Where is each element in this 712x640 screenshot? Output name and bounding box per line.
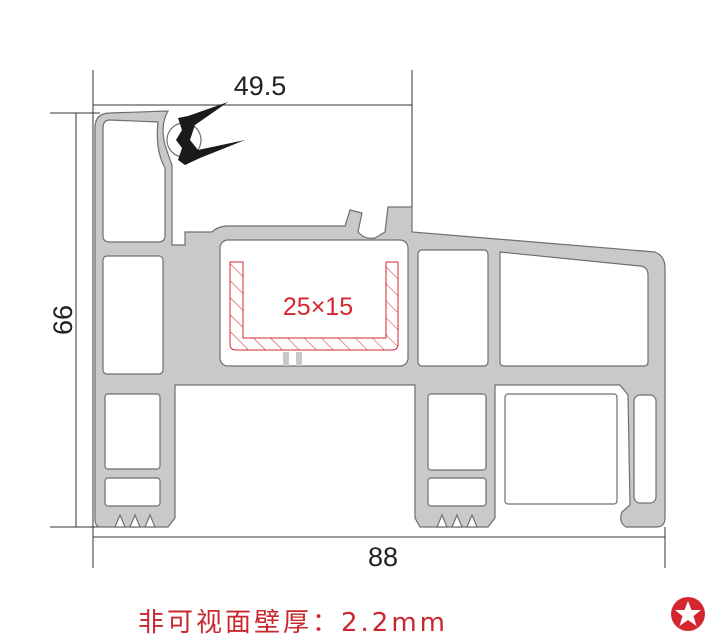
dimension-top-width: 49.5 [234,71,287,101]
steel-reinforcement: 25×15 [229,261,399,351]
star-icon [671,597,705,631]
dimension-height: 66 [48,305,78,335]
gasket-seal [176,102,245,165]
reinforcement-size-label: 25×15 [283,293,353,321]
wall-thickness-caption: 非可视面壁厚：2.2mm [138,608,449,638]
dimension-total-width: 88 [368,542,398,572]
dimension-lines [50,70,666,568]
pvc-profile [94,110,666,528]
